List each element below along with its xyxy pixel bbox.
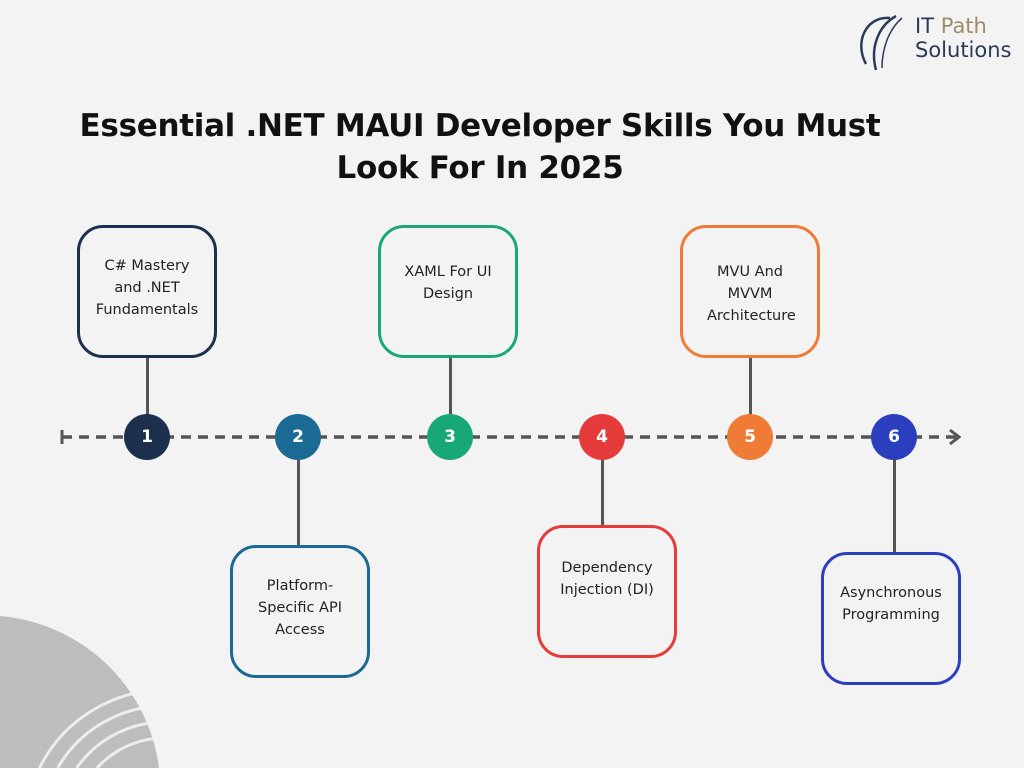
logo-swoosh-icon	[860, 14, 903, 71]
skill-box-4: Dependency Injection (DI)	[537, 525, 677, 658]
connector-2	[297, 456, 300, 548]
step-node-5: 5	[727, 414, 773, 460]
connector-1	[146, 358, 149, 418]
step-node-4: 4	[579, 414, 625, 460]
page-title: Essential .NET MAUI Developer Skills You…	[79, 108, 881, 186]
connector-4	[601, 456, 604, 528]
connector-3	[449, 358, 452, 418]
step-node-3: 3	[427, 414, 473, 460]
skill-box-2: Platform-Specific API Access	[230, 545, 370, 678]
connector-5	[749, 358, 752, 418]
connector-6	[893, 456, 896, 554]
skill-label: Dependency Injection (DI)	[560, 560, 654, 598]
skill-box-1: C# Mastery and .NET Fundamentals	[77, 225, 217, 358]
skill-label: XAML For UI Design	[404, 264, 492, 302]
arrow-head-icon	[949, 428, 962, 446]
skill-box-6: Asynchronous Programming	[821, 552, 961, 685]
company-logo: IT Path Solutions	[852, 12, 1012, 72]
skill-box-5: MVU And MVVM Architecture	[680, 225, 820, 358]
skill-box-3: XAML For UI Design	[378, 225, 518, 358]
skill-label: C# Mastery and .NET Fundamentals	[95, 258, 199, 318]
step-node-6: 6	[871, 414, 917, 460]
decorative-circle	[0, 616, 159, 768]
decorative-arcs	[38, 688, 292, 768]
step-node-1: 1	[124, 414, 170, 460]
step-node-2: 2	[275, 414, 321, 460]
logo-text: IT Path Solutions	[915, 14, 1012, 62]
skill-label: MVU And MVVM Architecture	[707, 264, 796, 324]
skill-label: Platform-Specific API Access	[258, 578, 342, 638]
skill-label: Asynchronous Programming	[840, 585, 942, 623]
